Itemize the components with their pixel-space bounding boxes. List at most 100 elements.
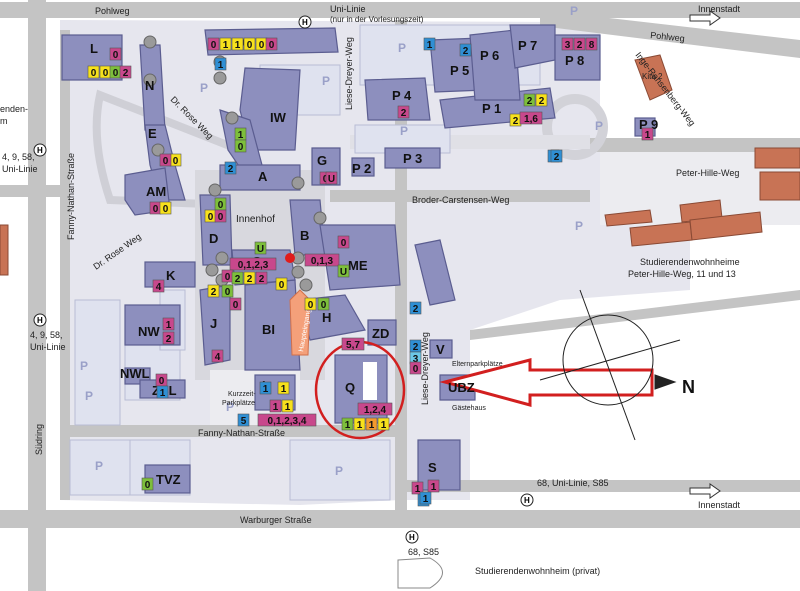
floor-badge: 0	[87, 65, 100, 79]
floor-badge-label: 2	[247, 274, 253, 285]
floor-badge: 2	[207, 284, 220, 298]
floor-badge: 2	[573, 37, 586, 51]
svg-text:Parkplätze: Parkplätze	[222, 400, 255, 407]
svg-text:P: P	[335, 464, 343, 478]
building-IW	[239, 67, 301, 151]
svg-text:Elternparkplätze: Elternparkplätze	[452, 361, 503, 368]
svg-text:Kurzzeit-: Kurzzeit-	[228, 391, 256, 398]
floor-badge: 0,1,3	[304, 253, 340, 267]
svg-text:V: V	[436, 342, 445, 357]
floor-badge: 2	[255, 271, 268, 285]
floor-badge: 0	[255, 37, 268, 51]
svg-text:H: H	[524, 496, 530, 505]
floor-badge-label: 2	[228, 164, 234, 175]
current-location-marker	[285, 253, 295, 263]
private-residence	[397, 557, 443, 589]
floor-badge-label: 0	[145, 480, 151, 491]
floor-badge-label: 1	[218, 60, 224, 71]
floor-badge: 8	[585, 37, 598, 51]
floor-badge-label: 0	[321, 300, 327, 311]
floor-badge: 0	[265, 37, 278, 51]
bus-stop-icon: H	[520, 493, 534, 507]
floor-badge-label: 1	[427, 40, 433, 51]
floor-badge-label: 3	[413, 354, 419, 365]
svg-text:S: S	[428, 460, 437, 475]
floor-badge-label: 0	[103, 68, 109, 79]
bus-stop-icon: H	[405, 530, 419, 544]
svg-text:Uni-Linie: Uni-Linie	[30, 342, 66, 352]
building-P2	[351, 157, 375, 177]
floor-badge-label: 2	[211, 287, 217, 298]
floor-badge: 1	[269, 399, 282, 413]
floor-badge: 2	[162, 331, 175, 345]
parking-labels: P P P P P P P P P P P P	[80, 4, 603, 478]
floor-badge: 4	[211, 349, 224, 363]
floor-badge-label: 1	[415, 484, 421, 495]
svg-text:Pohlweg: Pohlweg	[650, 30, 685, 44]
floor-badge-label: 0	[208, 212, 214, 223]
floor-badge: 1	[219, 37, 232, 51]
floor-badge-label: 0	[163, 204, 169, 215]
svg-text:4, 9, 58,: 4, 9, 58,	[2, 152, 35, 162]
floor-badge-label: 2	[413, 342, 419, 353]
svg-text:H: H	[409, 533, 415, 542]
floor-badge: 3	[561, 37, 574, 51]
floor-badge-label: 1	[223, 40, 229, 51]
floor-badge-label: 0	[259, 40, 265, 51]
bus-stop-icon: H	[33, 313, 47, 327]
svg-text:BI: BI	[262, 322, 275, 337]
floor-badge-label: 5,7	[346, 340, 360, 351]
building-ZD	[367, 319, 397, 346]
floor-badge: 0	[109, 47, 122, 61]
building-ME-annex	[414, 239, 456, 306]
red-arrow	[439, 358, 654, 407]
floor-badge: 1	[231, 37, 244, 51]
floor-badge: 2	[397, 105, 410, 119]
svg-text:P 3: P 3	[403, 151, 422, 166]
floor-badge-label: 0	[218, 200, 224, 211]
parking-area	[289, 439, 391, 501]
floor-badge: 1	[156, 385, 169, 399]
floor-badge: 0	[169, 153, 182, 167]
svg-text:4, 9, 58,: 4, 9, 58,	[30, 330, 63, 340]
floor-badge-label: 2	[235, 274, 241, 285]
floor-badge-label: 1,2,4	[364, 405, 387, 416]
floor-badge-label: 0	[341, 238, 347, 249]
svg-text:Studierendenwohnheime: Studierendenwohnheime	[640, 257, 740, 267]
floor-badge: 0	[204, 209, 217, 223]
floor-badge-label: 1	[645, 130, 651, 141]
floor-badge: 0	[317, 297, 330, 311]
floor-badge: 1	[423, 37, 436, 51]
floor-badge-label: 0	[413, 364, 419, 375]
svg-text:Uni-Linie: Uni-Linie	[330, 4, 366, 14]
parking-area	[74, 299, 121, 426]
residences	[0, 54, 800, 276]
bus-stop-icon: H	[298, 15, 312, 29]
svg-text:Warburger Straße: Warburger Straße	[240, 515, 312, 525]
svg-text:UBZ: UBZ	[448, 380, 475, 395]
svg-text:P 4: P 4	[392, 88, 412, 103]
floor-badge: 0,1,2,3	[229, 257, 277, 271]
floor-badge: 1	[234, 127, 247, 141]
svg-text:P: P	[398, 41, 406, 55]
floor-badge-label: 1	[285, 402, 291, 413]
svg-text:68, Uni-Linie, S85: 68, Uni-Linie, S85	[537, 478, 609, 488]
floor-badge-label: 0,1,3	[311, 256, 334, 267]
floor-badge: 0	[234, 139, 247, 153]
svg-text:P 8: P 8	[565, 53, 584, 68]
floor-badge-label: 2	[463, 46, 469, 57]
floor-badge: 1	[214, 57, 227, 71]
floor-badge-label: U	[328, 174, 335, 185]
floor-badge-label: 0	[233, 300, 239, 311]
bus-stop-icon: H	[33, 143, 47, 157]
floor-badge-label: 0	[247, 40, 253, 51]
floor-badge: 0	[159, 153, 172, 167]
svg-text:ME: ME	[348, 258, 368, 273]
floor-badge: 0	[229, 297, 242, 311]
floor-badge-label: 0	[173, 156, 179, 167]
floor-badge-label: 1	[423, 494, 429, 505]
floor-badge-label: 8	[589, 40, 595, 51]
svg-text:H: H	[302, 18, 308, 27]
floor-badge: 5,7	[341, 337, 365, 351]
floor-badge-label: 1	[345, 420, 351, 431]
